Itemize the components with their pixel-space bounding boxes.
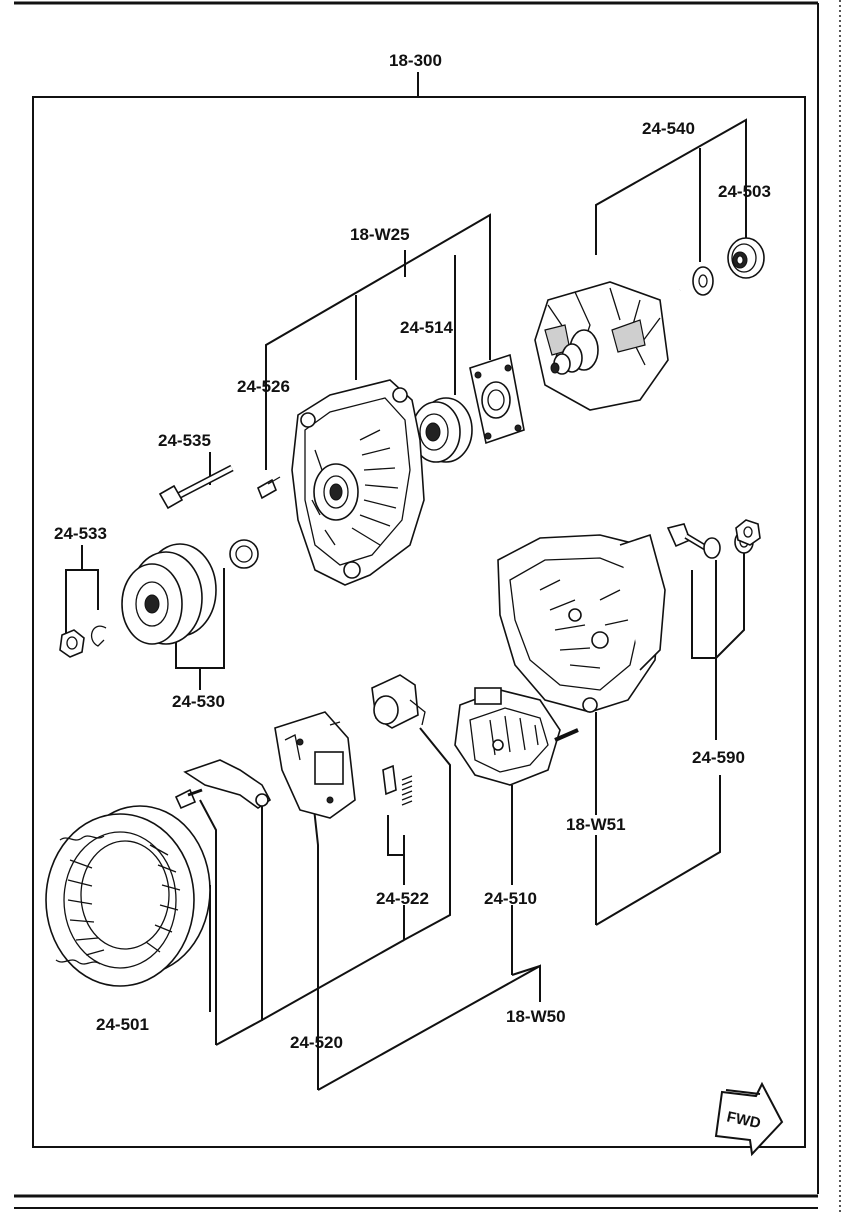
spring-24-522 — [401, 775, 413, 806]
washer-24-540 — [692, 266, 714, 296]
fwd-arrow-icon: FWD — [714, 1081, 784, 1157]
pulley-24-530 — [121, 543, 217, 645]
screw-24-526 — [256, 476, 281, 500]
label-18-300: 18-300 — [389, 51, 442, 70]
label-24-590: 24-590 — [692, 748, 745, 767]
bearing-24-514 — [411, 397, 473, 463]
label-24-501: 24-501 — [96, 1015, 149, 1034]
retainer-plate — [469, 353, 525, 445]
bolt-24-535 — [158, 464, 234, 510]
regulator-24-520 — [274, 711, 356, 819]
rotor-24-540 — [534, 281, 682, 411]
brush-24-522 — [382, 764, 397, 796]
nut-24-590 — [735, 519, 761, 546]
label-24-503: 24-503 — [718, 182, 771, 201]
screw-24-520 — [174, 788, 203, 810]
rear-housing-18-W51 — [497, 533, 666, 713]
nut-24-533 — [59, 629, 85, 658]
stator-24-501 — [45, 805, 211, 987]
label-18-W51: 18-W51 — [566, 815, 626, 834]
brush-holder-24-522 — [371, 674, 426, 729]
fwd-label: FWD — [725, 1108, 762, 1132]
label-24-535: 24-535 — [158, 431, 211, 450]
front-housing-18-W25 — [291, 379, 425, 586]
spacer-24-530 — [229, 539, 259, 569]
label-24-514: 24-514 — [400, 318, 453, 337]
label-24-526: 24-526 — [237, 377, 290, 396]
terminal-bolt-24-590 — [666, 523, 721, 559]
label-24-533: 24-533 — [54, 524, 107, 543]
label-24-520: 24-520 — [290, 1033, 343, 1052]
bearing-24-503 — [727, 237, 765, 279]
label-24-522: 24-522 — [376, 889, 429, 908]
label-24-540: 24-540 — [642, 119, 695, 138]
rectifier-24-510 — [454, 687, 579, 786]
label-24-530: 24-530 — [172, 692, 225, 711]
clip-24-533 — [90, 625, 107, 647]
label-24-510: 24-510 — [484, 889, 537, 908]
bracket-24-520 — [183, 759, 272, 809]
leader-lines — [65, 118, 747, 1091]
label-18-W50: 18-W50 — [506, 1007, 566, 1026]
label-18-W25: 18-W25 — [350, 225, 410, 244]
